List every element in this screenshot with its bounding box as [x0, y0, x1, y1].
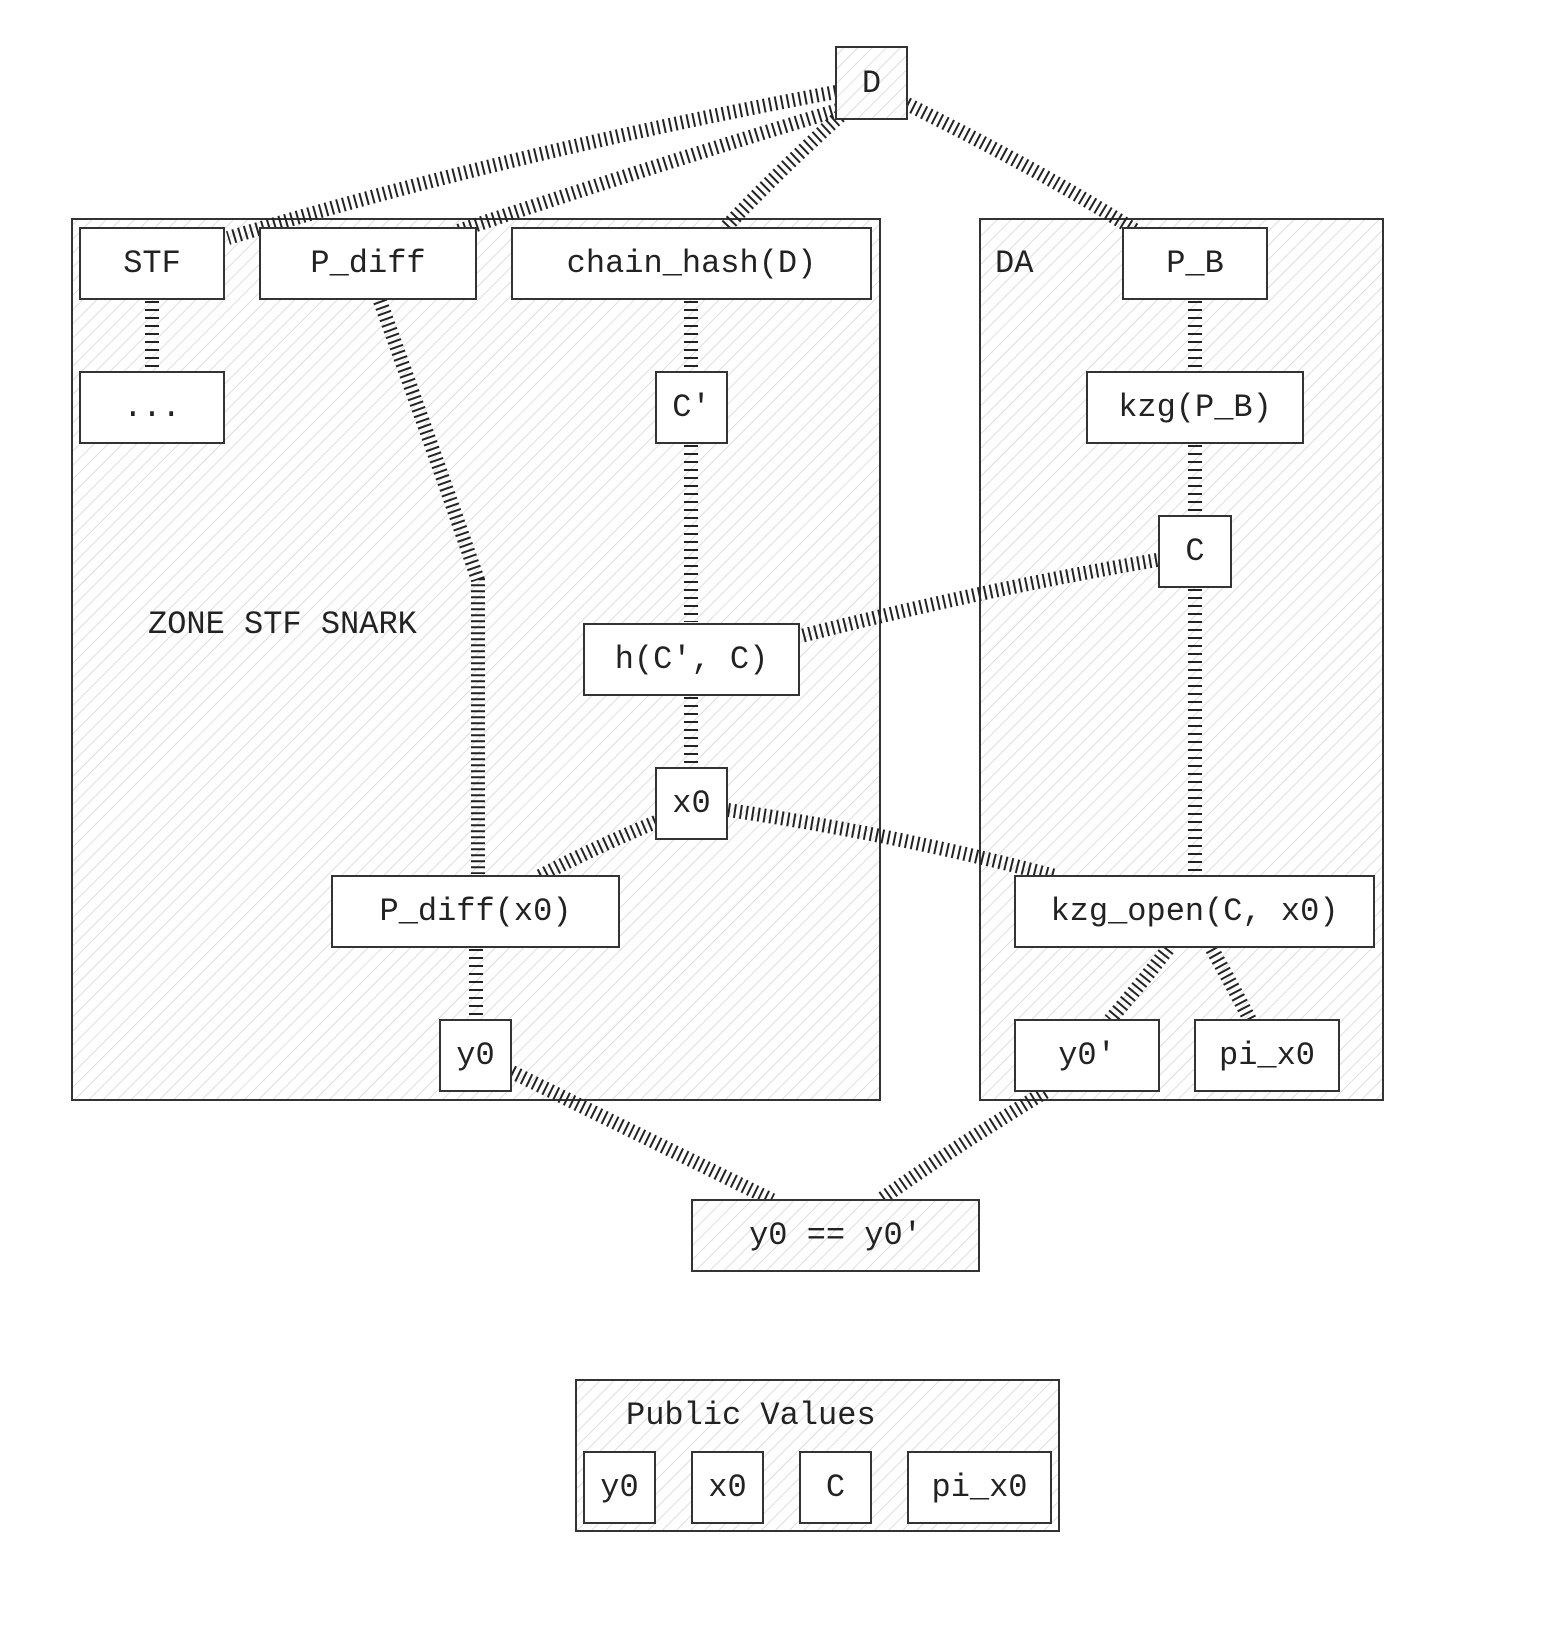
node-p-b[interactable]: P_B: [1122, 227, 1268, 300]
node-y0-prime[interactable]: y0': [1014, 1019, 1160, 1092]
public-values-label: Public Values: [626, 1397, 876, 1434]
public-value-x0[interactable]: x0: [691, 1451, 764, 1524]
public-value-y0-label: y0: [600, 1469, 638, 1506]
node-h-label: h(C', C): [615, 641, 769, 678]
node-p-b-label: P_B: [1166, 245, 1224, 282]
node-kzg-p-b[interactable]: kzg(P_B): [1086, 371, 1304, 444]
public-value-pi-x0-label: pi_x0: [931, 1469, 1027, 1506]
node-d-label: D: [862, 65, 881, 102]
node-stf-label: STF: [123, 245, 181, 282]
public-value-x0-label: x0: [708, 1469, 746, 1506]
public-value-c[interactable]: C: [799, 1451, 872, 1524]
node-pi-x0[interactable]: pi_x0: [1194, 1019, 1340, 1092]
node-ellipsis[interactable]: ...: [79, 371, 225, 444]
node-kzg-open-label: kzg_open(C, x0): [1050, 893, 1338, 930]
public-value-pi-x0[interactable]: pi_x0: [907, 1451, 1052, 1524]
public-value-c-label: C: [826, 1469, 845, 1506]
node-chain-hash-label: chain_hash(D): [567, 245, 817, 282]
edges: [145, 85, 1257, 1207]
edge-y0-prime-check: [875, 1086, 1049, 1206]
node-p-diff[interactable]: P_diff: [259, 227, 477, 300]
node-h[interactable]: h(C', C): [583, 623, 800, 696]
node-pi-x0-label: pi_x0: [1219, 1037, 1315, 1074]
node-kzg-p-b-label: kzg(P_B): [1118, 389, 1272, 426]
edge-c-h: [799, 553, 1159, 643]
node-p-diff-x0-label: P_diff(x0): [379, 893, 571, 930]
node-ellipsis-label: ...: [123, 389, 181, 426]
node-check[interactable]: y0 == y0': [691, 1199, 980, 1272]
node-y0-label: y0: [456, 1037, 494, 1074]
node-kzg-open[interactable]: kzg_open(C, x0): [1014, 875, 1375, 948]
node-c-prime[interactable]: C': [655, 371, 728, 444]
node-chain-hash[interactable]: chain_hash(D): [511, 227, 872, 300]
node-p-diff-x0[interactable]: P_diff(x0): [331, 875, 620, 948]
node-check-label: y0 == y0': [749, 1217, 922, 1254]
zone-label: ZONE STF SNARK: [148, 606, 418, 643]
node-y0-prime-label: y0': [1058, 1037, 1116, 1074]
edge-d-p-diff: [452, 103, 841, 239]
node-y0[interactable]: y0: [439, 1019, 512, 1092]
edge-d-chain-hash: [719, 110, 845, 233]
edge-y0-check: [508, 1065, 776, 1207]
node-x0-label: x0: [672, 785, 710, 822]
node-stf[interactable]: STF: [79, 227, 225, 300]
da-group: [979, 218, 1384, 1101]
node-c-prime-label: C': [672, 389, 710, 426]
public-value-y0[interactable]: y0: [583, 1451, 656, 1524]
edge-x0-p-diff-x0: [536, 815, 659, 883]
node-d[interactable]: D: [835, 46, 908, 120]
public-values-group: Public Values y0 x0 C pi_x0: [575, 1379, 1060, 1532]
node-c[interactable]: C: [1158, 515, 1232, 588]
node-c-label: C: [1185, 533, 1204, 570]
edge-p-diff-down: [373, 298, 485, 874]
edge-d-p-b: [903, 97, 1142, 238]
node-p-diff-label: P_diff: [310, 245, 425, 282]
node-x0[interactable]: x0: [655, 767, 728, 840]
edge-kzg-open-pi-x0: [1205, 945, 1257, 1024]
da-label: DA: [995, 245, 1034, 282]
